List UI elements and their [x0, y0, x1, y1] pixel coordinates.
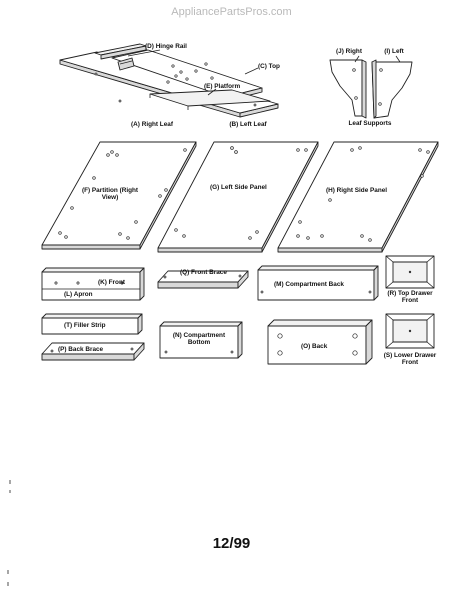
label-hinge-rail: (D) Hinge Rail — [145, 43, 187, 50]
label-left-side-panel: (G) Left Side Panel — [210, 184, 267, 191]
scan-marks — [7, 480, 11, 586]
right-side-panel-part — [277, 141, 439, 253]
label-top-drawer-front: (R) Top Drawer Front — [387, 290, 433, 305]
partition-part — [41, 141, 197, 250]
front-brace-part — [157, 270, 249, 289]
label-compartment-bottom: (N) Compartment Bottom — [172, 332, 226, 347]
label-back: (O) Back — [301, 343, 328, 350]
label-right-side-panel: (H) Right Side Panel — [326, 187, 388, 194]
back-part — [267, 319, 373, 365]
label-top: (C) Top — [258, 63, 280, 70]
label-front: (K) Front — [98, 279, 125, 286]
label-leaf-right: (J) Right — [336, 48, 362, 55]
compartment-bottom-part — [159, 321, 243, 359]
lower-drawer-front-part — [385, 313, 435, 349]
compartment-back-part — [257, 265, 379, 301]
filler-strip-part — [41, 313, 143, 335]
label-apron: (L) Apron — [64, 291, 93, 298]
left-side-panel-part — [157, 141, 319, 253]
label-lower-drawer-front: (S) Lower Drawer Front — [383, 352, 437, 367]
label-back-brace: (P) Back Brace — [58, 346, 104, 353]
front-apron-part — [41, 267, 145, 301]
top-drawer-front-part — [385, 255, 435, 289]
label-leaf-left: (I) Left — [384, 48, 404, 55]
label-right-leaf: (A) Right Leaf — [131, 121, 173, 128]
back-brace-part — [41, 342, 145, 361]
label-front-brace: (Q) Front Brace — [180, 269, 227, 276]
watermark: AppliancePartsPros.com — [171, 6, 292, 18]
label-leaf-supports: Leaf Supports — [348, 120, 392, 127]
page-number: 12/99 — [212, 535, 251, 552]
top-assembly-part — [59, 43, 279, 118]
label-filler-strip: (T) Filler Strip — [64, 322, 106, 329]
leaf-supports-part — [329, 55, 413, 119]
label-partition: (F) Partition (Right View) — [81, 187, 139, 202]
label-compartment-back: (M) Compartment Back — [274, 281, 344, 288]
label-platform: (E) Platform — [204, 83, 241, 90]
label-left-leaf: (B) Left Leaf — [229, 121, 267, 128]
